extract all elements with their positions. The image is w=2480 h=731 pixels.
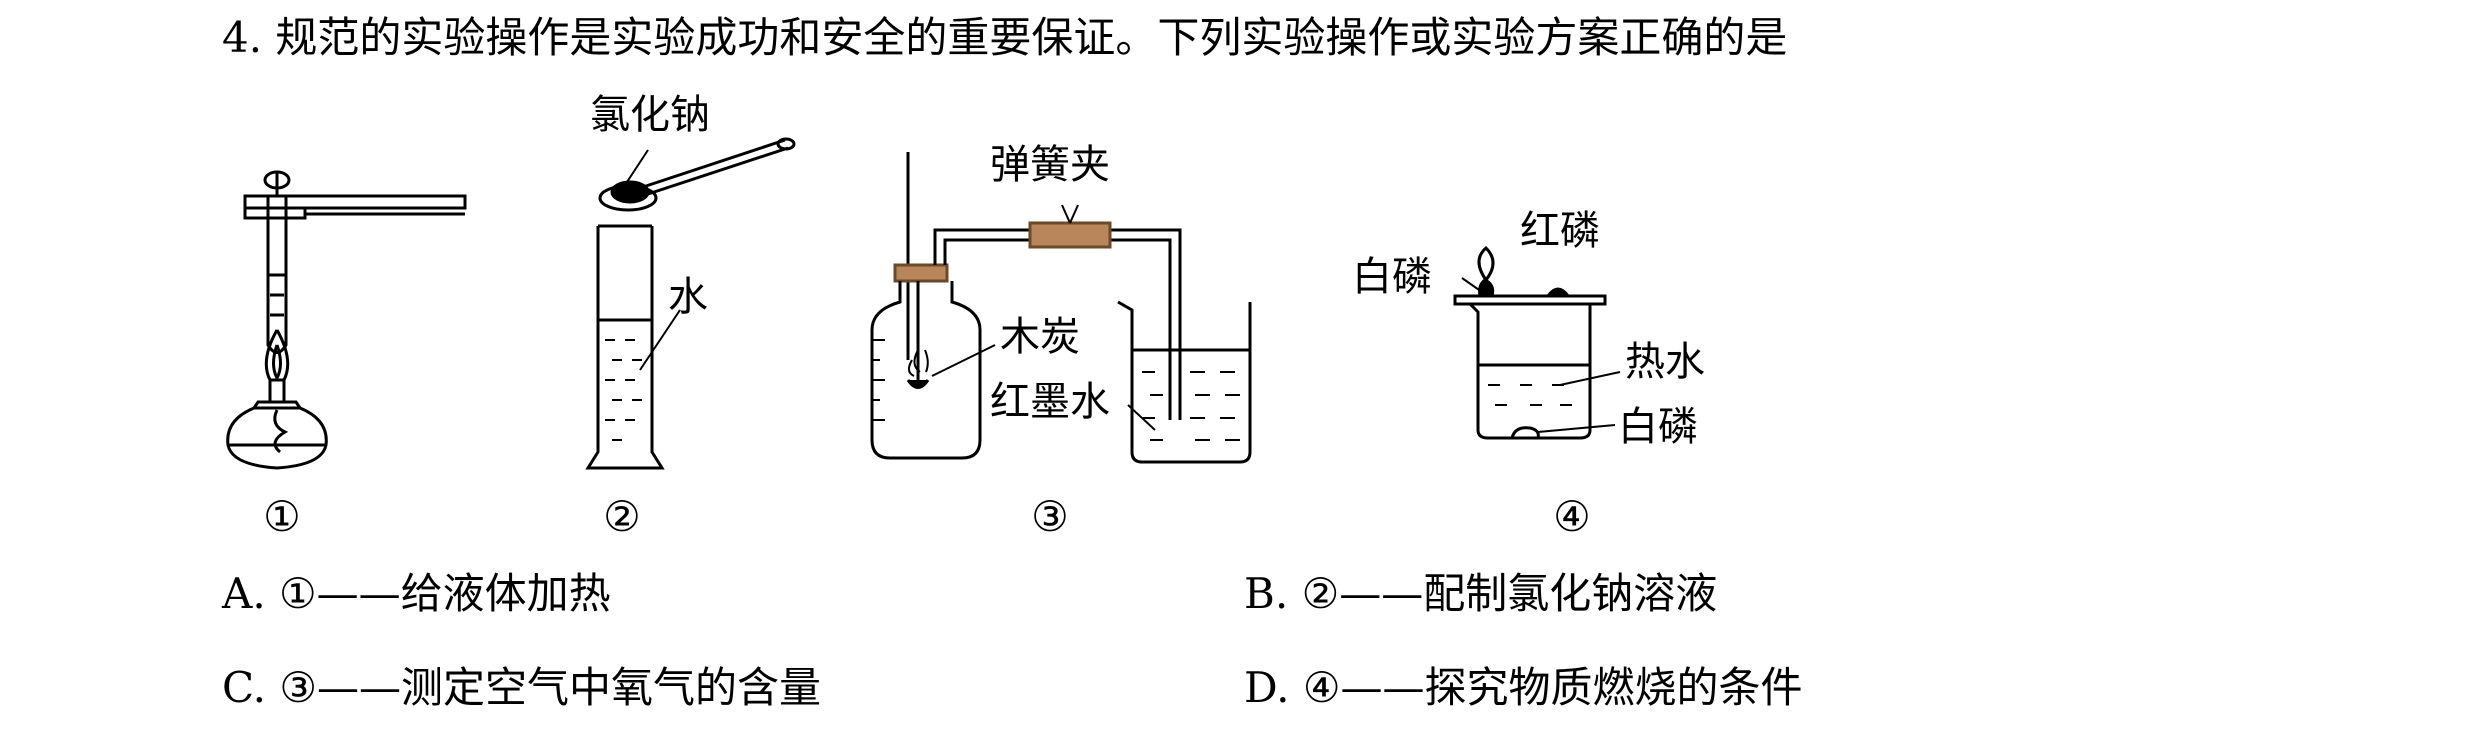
figure-3-number: ③	[1031, 492, 1069, 541]
figure-4-number: ④	[1553, 492, 1591, 541]
option-d[interactable]: D. ④——探究物质燃烧的条件	[1244, 663, 1803, 712]
figure-1-heating-test-tube	[226, 170, 467, 470]
figure-1-number: ①	[263, 492, 301, 541]
question-stem: 4. 规范的实验操作是实验成功和安全的重要保证。下列实验操作或实验方案正确的是	[222, 13, 1788, 62]
label-charcoal: 木炭	[1000, 314, 1080, 360]
option-a[interactable]: A. ①——给液体加热	[222, 569, 611, 618]
label-red-ink: 红墨水	[990, 379, 1110, 425]
label-spring-clamp: 弹簧夹	[990, 142, 1110, 188]
figure-2-graduated-cylinder	[585, 137, 796, 470]
label-white-phosphorus-top: 白磷	[1352, 254, 1432, 300]
label-white-phosphorus-bottom: 白磷	[1618, 404, 1698, 450]
option-b[interactable]: B. ②——配制氯化钠溶液	[1244, 569, 1718, 618]
label-hot-water: 热水	[1625, 339, 1705, 385]
option-c[interactable]: C. ③——测定空气中氧气的含量	[222, 663, 821, 712]
figure-4-combustion-conditions	[1453, 245, 1621, 440]
label-sodium-chloride: 氯化钠	[590, 92, 710, 138]
figure-2-number: ②	[603, 492, 641, 541]
label-water: 水	[668, 274, 708, 320]
figure-3-oxygen-measurement	[870, 152, 1252, 464]
label-red-phosphorus: 红磷	[1520, 208, 1600, 254]
